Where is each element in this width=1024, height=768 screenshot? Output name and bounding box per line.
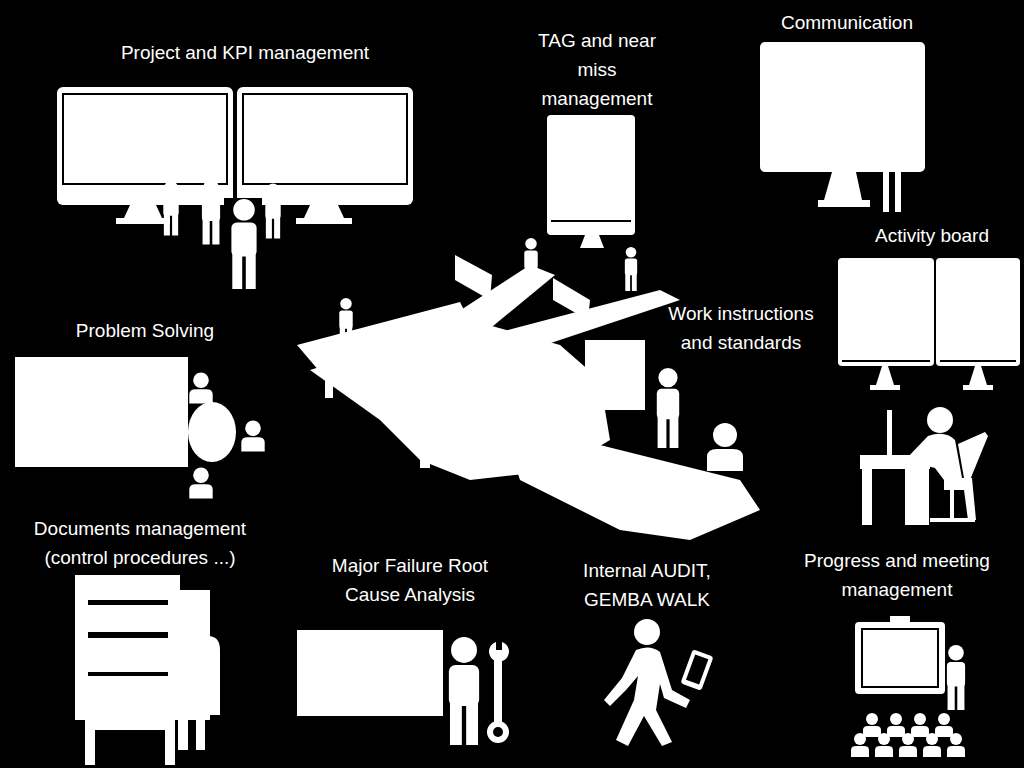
meeting-board xyxy=(851,616,965,757)
assembly-line xyxy=(297,238,760,540)
rca-label: Major Failure Root Cause Analysis xyxy=(310,551,510,609)
documents-label: Documents management (control procedures… xyxy=(11,514,269,572)
activity-label: Activity board xyxy=(847,221,1017,250)
document-cabinet xyxy=(75,575,220,765)
kpi-monitors xyxy=(57,87,413,289)
problem-label: Problem Solving xyxy=(45,316,245,345)
kpi-label: Project and KPI management xyxy=(80,38,410,67)
failure-board xyxy=(297,630,509,745)
instructions-label: Work instructions and standards xyxy=(656,299,826,357)
activity-board xyxy=(838,258,1020,525)
tag-monitor xyxy=(547,115,635,248)
tag-label: TAG and near miss management xyxy=(535,26,659,113)
audit-label: Internal AUDIT, GEMBA WALK xyxy=(562,556,732,614)
problem-solving xyxy=(15,357,265,499)
communication-label: Communication xyxy=(747,8,947,37)
meeting-label: Progress and meeting management xyxy=(791,546,1003,604)
communication-monitor xyxy=(760,42,925,212)
walking-auditor xyxy=(604,619,713,746)
